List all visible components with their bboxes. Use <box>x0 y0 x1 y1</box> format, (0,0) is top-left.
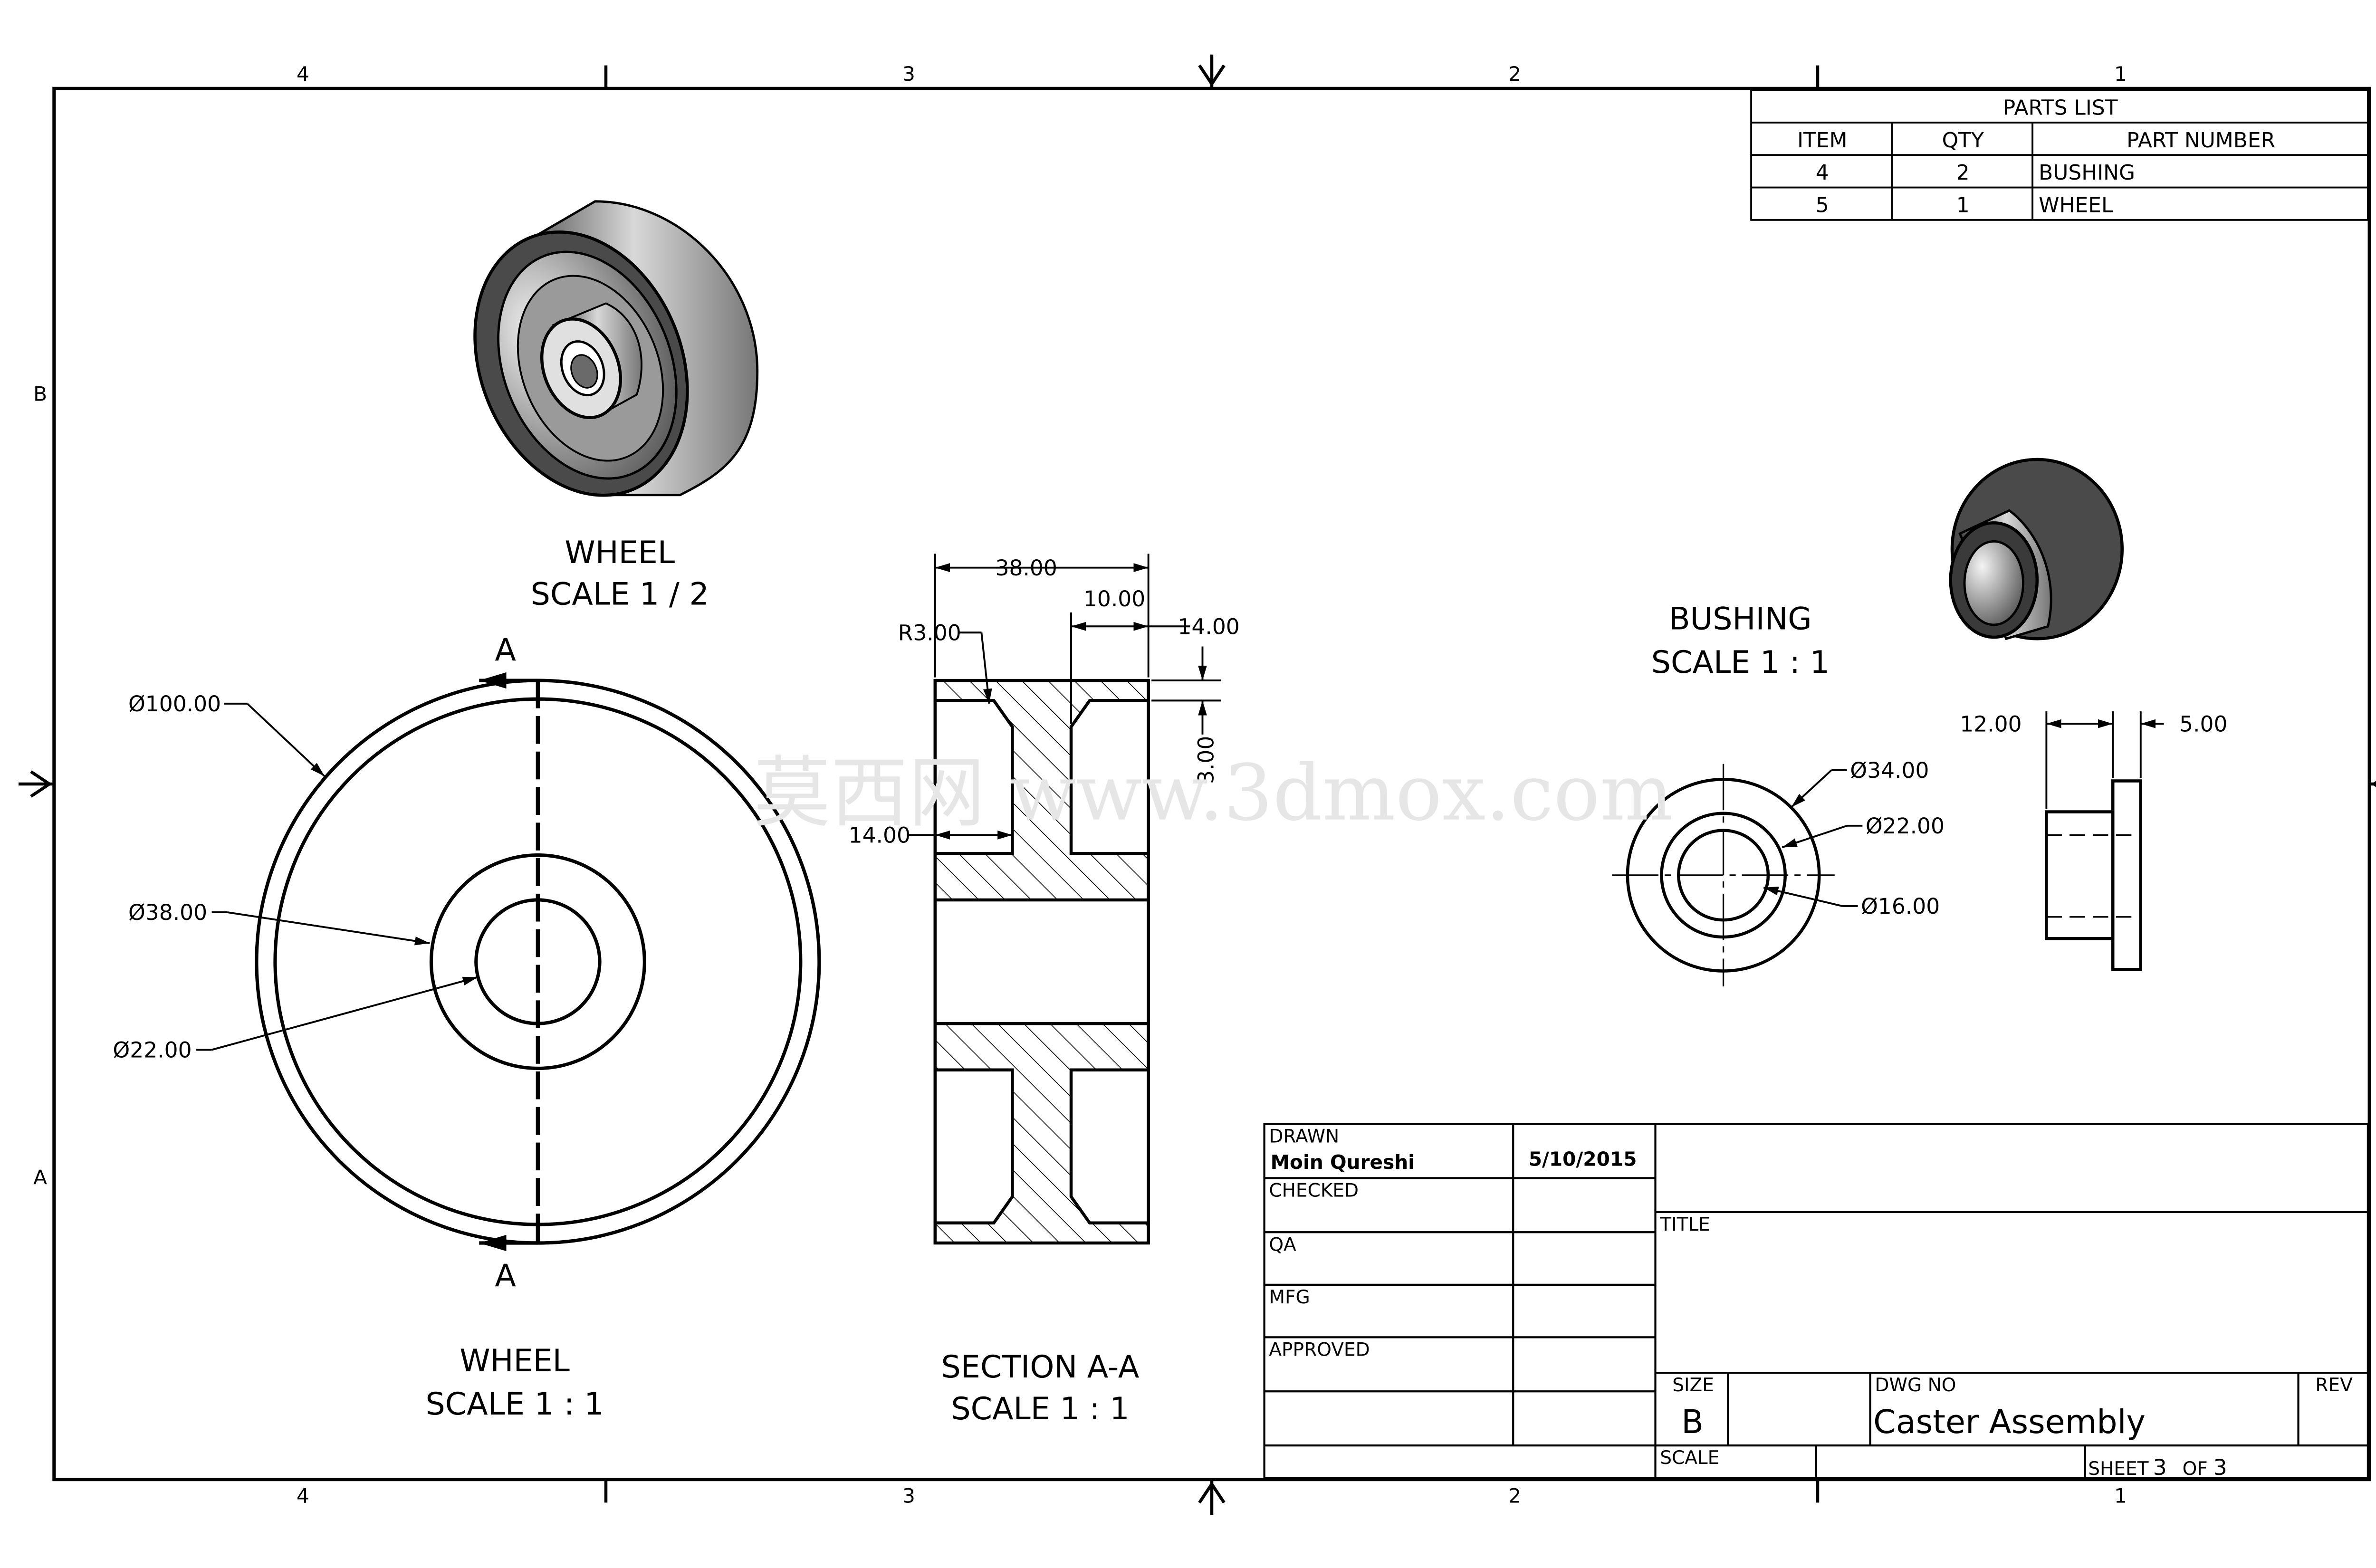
parts-list-row-item: 4 <box>1816 161 1829 185</box>
dim-wheel-d38: Ø38.00 <box>128 900 207 925</box>
zone-row-left-a: A <box>33 1166 47 1189</box>
zone-row-left-b: B <box>33 382 47 405</box>
bushing-name: BUSHING <box>1669 602 1812 637</box>
tb-mfg-label: MFG <box>1269 1287 1310 1308</box>
zone-col-top-2: 2 <box>1508 62 1521 86</box>
tb-of-label: OF <box>2183 1458 2208 1480</box>
dim-bush-d34: Ø34.00 <box>1850 758 1929 783</box>
tb-checked-label: CHECKED <box>1269 1180 1359 1201</box>
centering-mark-right <box>2369 781 2376 787</box>
dim-sec-38: 38.00 <box>996 555 1057 581</box>
zone-col-bottom-1: 1 <box>2114 1484 2127 1507</box>
dim-sec-r3: R3.00 <box>898 621 961 646</box>
zone-col-top-3: 3 <box>902 62 915 86</box>
zone-col-top-4: 4 <box>297 62 309 86</box>
zone-col-top-1: 1 <box>2114 62 2127 86</box>
parts-list-row-part: BUSHING <box>2039 161 2135 185</box>
dim-wheel-d22: Ø22.00 <box>113 1038 192 1063</box>
parts-list-row-item: 5 <box>1816 193 1829 218</box>
tb-scale-label: SCALE <box>1660 1447 1719 1469</box>
dim-bush-5: 5.00 <box>2179 711 2227 736</box>
tb-drawn-name: Moin Qureshi <box>1271 1151 1415 1174</box>
section-a-a-view <box>933 679 1150 1245</box>
bushing-scale: SCALE 1 : 1 <box>1651 645 1830 680</box>
tb-drawn-date: 5/10/2015 <box>1529 1147 1637 1170</box>
wheel-front-scale: SCALE 1 : 1 <box>425 1386 604 1422</box>
title-block <box>1263 1123 2369 1479</box>
dim-bush-d22: Ø22.00 <box>1866 813 1945 839</box>
section-scale: SCALE 1 : 1 <box>951 1391 1129 1427</box>
bushing-front-view <box>1612 764 1835 987</box>
tb-sheet-num: 3 <box>2153 1455 2167 1480</box>
parts-list-title: PARTS LIST <box>2003 96 2118 120</box>
tb-dwg-no-label: DWG NO <box>1875 1375 1956 1396</box>
tb-approved-label: APPROVED <box>1269 1339 1370 1360</box>
tb-size-value: B <box>1681 1404 1704 1441</box>
tb-title-label: TITLE <box>1659 1214 1710 1235</box>
wheel-iso-name: WHEEL <box>565 535 675 571</box>
parts-list-header-item: ITEM <box>1797 128 1847 153</box>
wheel-isometric-view <box>473 200 759 497</box>
zone-col-bottom-3: 3 <box>902 1484 915 1507</box>
dim-sec-14-left: 14.00 <box>849 823 910 848</box>
bushing-isometric-view <box>1949 458 2124 641</box>
zone-col-bottom-2: 2 <box>1508 1484 1521 1507</box>
centering-mark-top <box>1198 54 1226 89</box>
tb-sheet-label: SHEET <box>2088 1458 2148 1480</box>
tb-qa-label: QA <box>1269 1234 1296 1255</box>
tb-rev-label: REV <box>2315 1375 2353 1396</box>
zone-labels: 4 3 2 1 4 3 2 1 B A B A <box>33 62 2127 1507</box>
parts-list-row-qty: 1 <box>1956 193 1970 218</box>
bushing-side-view <box>2045 779 2143 971</box>
tb-dwg-no-value: Caster Assembly <box>1873 1404 2146 1441</box>
parts-list-header-qty: QTY <box>1942 128 1984 153</box>
section-name: SECTION A-A <box>941 1349 1140 1385</box>
dim-sec-10: 10.00 <box>1083 586 1145 612</box>
section-letter-bottom: A <box>495 1258 516 1294</box>
parts-list-row-qty: 2 <box>1956 161 1970 185</box>
dim-bush-d16: Ø16.00 <box>1861 894 1940 919</box>
section-letter-top: A <box>495 632 516 668</box>
tb-sheet-total: 3 <box>2213 1455 2227 1480</box>
parts-list-header-part: PART NUMBER <box>2127 128 2275 153</box>
watermark: 莫西网 www.3dmox.com <box>753 748 1673 838</box>
centering-mark-bottom <box>1198 1479 1226 1515</box>
dim-sec-3: 3.00 <box>1193 736 1218 784</box>
parts-list <box>1750 89 2369 221</box>
tb-drawn-label: DRAWN <box>1269 1126 1339 1147</box>
dim-bush-12: 12.00 <box>1960 711 2022 736</box>
dim-sec-14-top: 14.00 <box>1178 614 1239 640</box>
sheet-border <box>19 54 2376 1515</box>
parts-list-row-part: WHEEL <box>2039 193 2113 218</box>
wheel-iso-scale: SCALE 1 / 2 <box>531 577 709 612</box>
tb-size-label: SIZE <box>1672 1375 1714 1396</box>
wheel-front-name: WHEEL <box>460 1343 570 1379</box>
dim-wheel-d100: Ø100.00 <box>128 691 221 717</box>
wheel-front-view <box>255 672 821 1252</box>
zone-col-bottom-4: 4 <box>297 1484 309 1507</box>
centering-mark-left <box>19 770 54 798</box>
